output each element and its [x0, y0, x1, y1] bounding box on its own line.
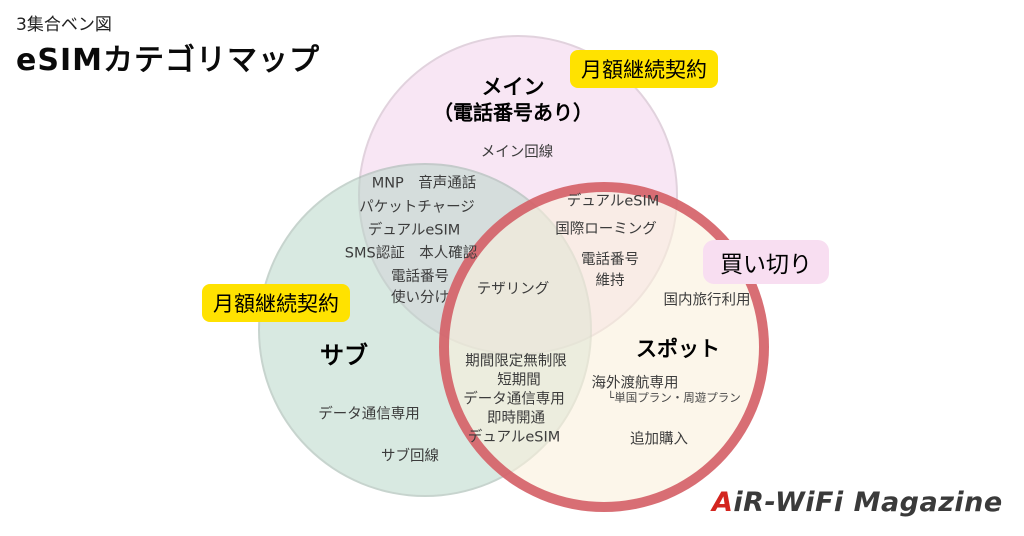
sub-item: データ通信専用 — [318, 406, 420, 423]
sub-spot-item: データ通信専用 — [463, 391, 565, 408]
header: 3集合ベン図 eSIMカテゴリマップ — [16, 10, 320, 79]
sub-item: サブ回線 — [381, 448, 439, 465]
diagram-type-label: 3集合ベン図 — [16, 15, 112, 35]
spot-subitem: └単国プラン・周遊プラン — [607, 390, 741, 405]
monthly-contract-tag-left: 月額継続契約 — [202, 284, 350, 322]
page-title: eSIMカテゴリマップ — [16, 43, 320, 78]
spot-item: 海外渡航専用 — [591, 375, 679, 392]
monthly-contract-tag-top: 月額継続契約 — [570, 50, 718, 88]
main-sub-item: 電話番号 使い分け — [391, 268, 449, 306]
spot-item: 国内旅行利用 — [663, 292, 751, 309]
main-spot-item: デュアルeSIM — [566, 193, 660, 210]
sub-circle-title: サブ — [320, 341, 368, 370]
main-item: メイン回線 — [480, 144, 554, 161]
main-circle-title: メイン — [481, 74, 545, 99]
logo-accent-letter: A — [712, 487, 734, 518]
sub-spot-item: 期間限定無制限 — [465, 353, 567, 370]
main-sub-item: MNP 音声通話 — [371, 175, 477, 192]
sub-spot-item: 即時開通 — [487, 410, 545, 427]
one-time-purchase-tag: 買い切り — [703, 240, 829, 284]
logo-text: iR-WiFi Magazine — [733, 487, 1003, 518]
spot-item: 追加購入 — [630, 431, 688, 448]
main-sub-item: パケットチャージ — [359, 199, 475, 216]
spot-circle-title: スポット — [636, 336, 720, 361]
main-circle-subtitle: （電話番号あり） — [433, 100, 593, 125]
sub-spot-item: 短期間 — [497, 372, 541, 389]
main-sub-item: デュアルeSIM — [367, 222, 461, 239]
main-spot-item: 電話番号 維持 — [581, 251, 639, 289]
air-wifi-magazine-logo: AiR-WiFi Magazine — [712, 487, 1003, 518]
main-sub-item: SMS認証 本人確認 — [344, 245, 478, 262]
center-item: テザリング — [476, 281, 550, 298]
main-spot-item: 国際ローミング — [555, 221, 657, 238]
sub-spot-item: デュアルeSIM — [467, 429, 561, 446]
spot-circle — [439, 182, 769, 512]
